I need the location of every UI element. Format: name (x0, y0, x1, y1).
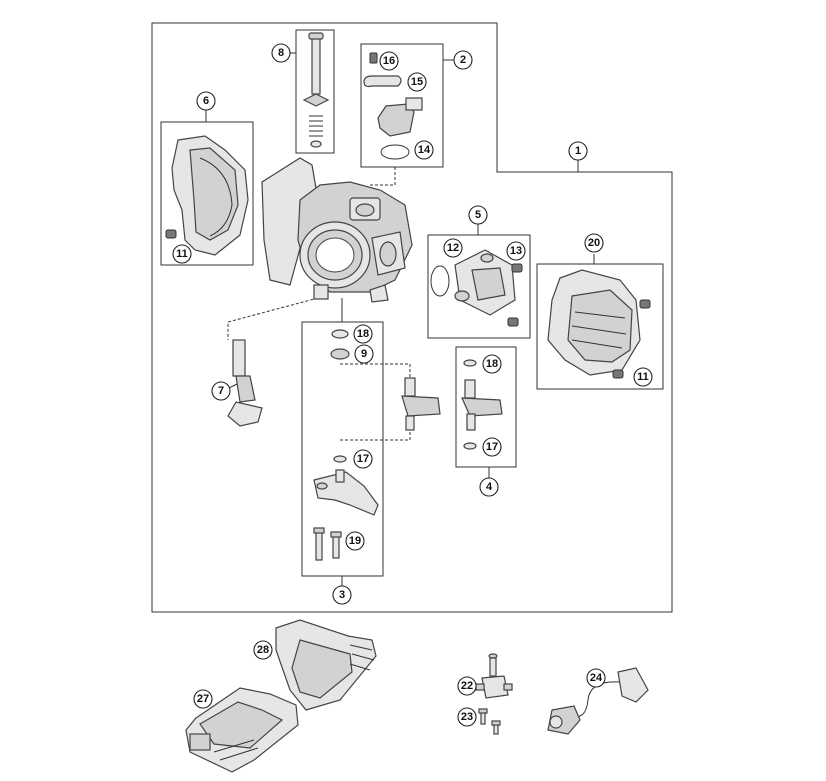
group-box-2 (360, 43, 444, 168)
sensor-part-7 (227, 339, 263, 427)
callout-label: 2 (460, 54, 466, 66)
callout-label: 11 (176, 248, 188, 260)
callout-14: 14 (414, 140, 434, 160)
callout-label: 3 (339, 589, 345, 601)
callout-3: 3 (332, 585, 352, 605)
callout-label: 17 (357, 453, 369, 465)
callout-19: 19 (345, 531, 365, 551)
callout-18-group3: 18 (353, 324, 373, 344)
callout-label: 6 (203, 95, 209, 107)
throttle-body (261, 157, 413, 303)
callout-22: 22 (457, 676, 477, 696)
callout-label: 22 (461, 680, 473, 692)
callout-23: 23 (457, 707, 477, 727)
sensor-part-24 (547, 667, 649, 735)
cover-part-6 (165, 135, 249, 256)
callout-label: 23 (461, 711, 473, 723)
sensor-part-22 (475, 653, 513, 699)
callout-5: 5 (468, 205, 488, 225)
callout-13: 13 (506, 241, 526, 261)
callout-label: 19 (349, 535, 361, 547)
callout-label: 13 (510, 245, 522, 257)
callout-1: 1 (568, 141, 588, 161)
callout-18-group4: 18 (482, 354, 502, 374)
callout-16: 16 (379, 51, 399, 71)
callout-4: 4 (479, 477, 499, 497)
callout-label: 20 (588, 237, 600, 249)
callout-11-right: 11 (633, 367, 653, 387)
assembly-outline (151, 22, 673, 613)
sensor-part-2 (363, 52, 423, 160)
callout-27: 27 (193, 689, 213, 709)
callout-15: 15 (407, 72, 427, 92)
injector-group-part-3 (313, 329, 441, 561)
callout-17-group3: 17 (353, 449, 373, 469)
callout-8: 8 (271, 43, 291, 63)
callout-label: 12 (447, 242, 459, 254)
callout-12: 12 (443, 238, 463, 258)
ecu-part-28 (275, 619, 377, 711)
callout-6: 6 (196, 91, 216, 111)
callout-24: 24 (586, 668, 606, 688)
callout-9: 9 (354, 344, 374, 364)
callout-label: 18 (357, 328, 369, 340)
callout-label: 8 (278, 47, 284, 59)
callout-7: 7 (211, 381, 231, 401)
group-box-6 (160, 121, 254, 266)
callout-28: 28 (253, 640, 273, 660)
group-box-8 (295, 29, 335, 154)
callout-label: 14 (418, 144, 431, 156)
group-box-4 (455, 346, 517, 468)
callout-label: 7 (218, 385, 224, 397)
group-box-5 (427, 234, 531, 339)
callout-label: 16 (383, 55, 395, 67)
callout-20: 20 (584, 233, 604, 253)
screws-part-23 (478, 708, 501, 735)
cover-part-20 (547, 269, 651, 379)
callout-label: 24 (590, 672, 603, 684)
callout-label: 9 (361, 348, 367, 360)
callout-label: 15 (411, 76, 423, 88)
callout-label: 1 (575, 145, 581, 157)
callout-11-left: 11 (172, 244, 192, 264)
group-box-20 (536, 263, 664, 390)
callout-label: 5 (475, 209, 481, 221)
callout-label: 4 (486, 481, 493, 493)
callout-label: 18 (486, 358, 498, 370)
screw-part-8 (302, 32, 330, 148)
ecu-part-27 (185, 687, 299, 773)
callout-2: 2 (453, 50, 473, 70)
callout-label: 27 (197, 693, 209, 705)
callout-label: 17 (486, 441, 498, 453)
injector-part-4 (461, 359, 503, 450)
leader-lines (205, 52, 595, 586)
callout-17-group4: 17 (482, 437, 502, 457)
sensor-part-5 (430, 249, 523, 327)
callout-label: 11 (637, 371, 649, 383)
callout-label: 28 (257, 644, 269, 656)
